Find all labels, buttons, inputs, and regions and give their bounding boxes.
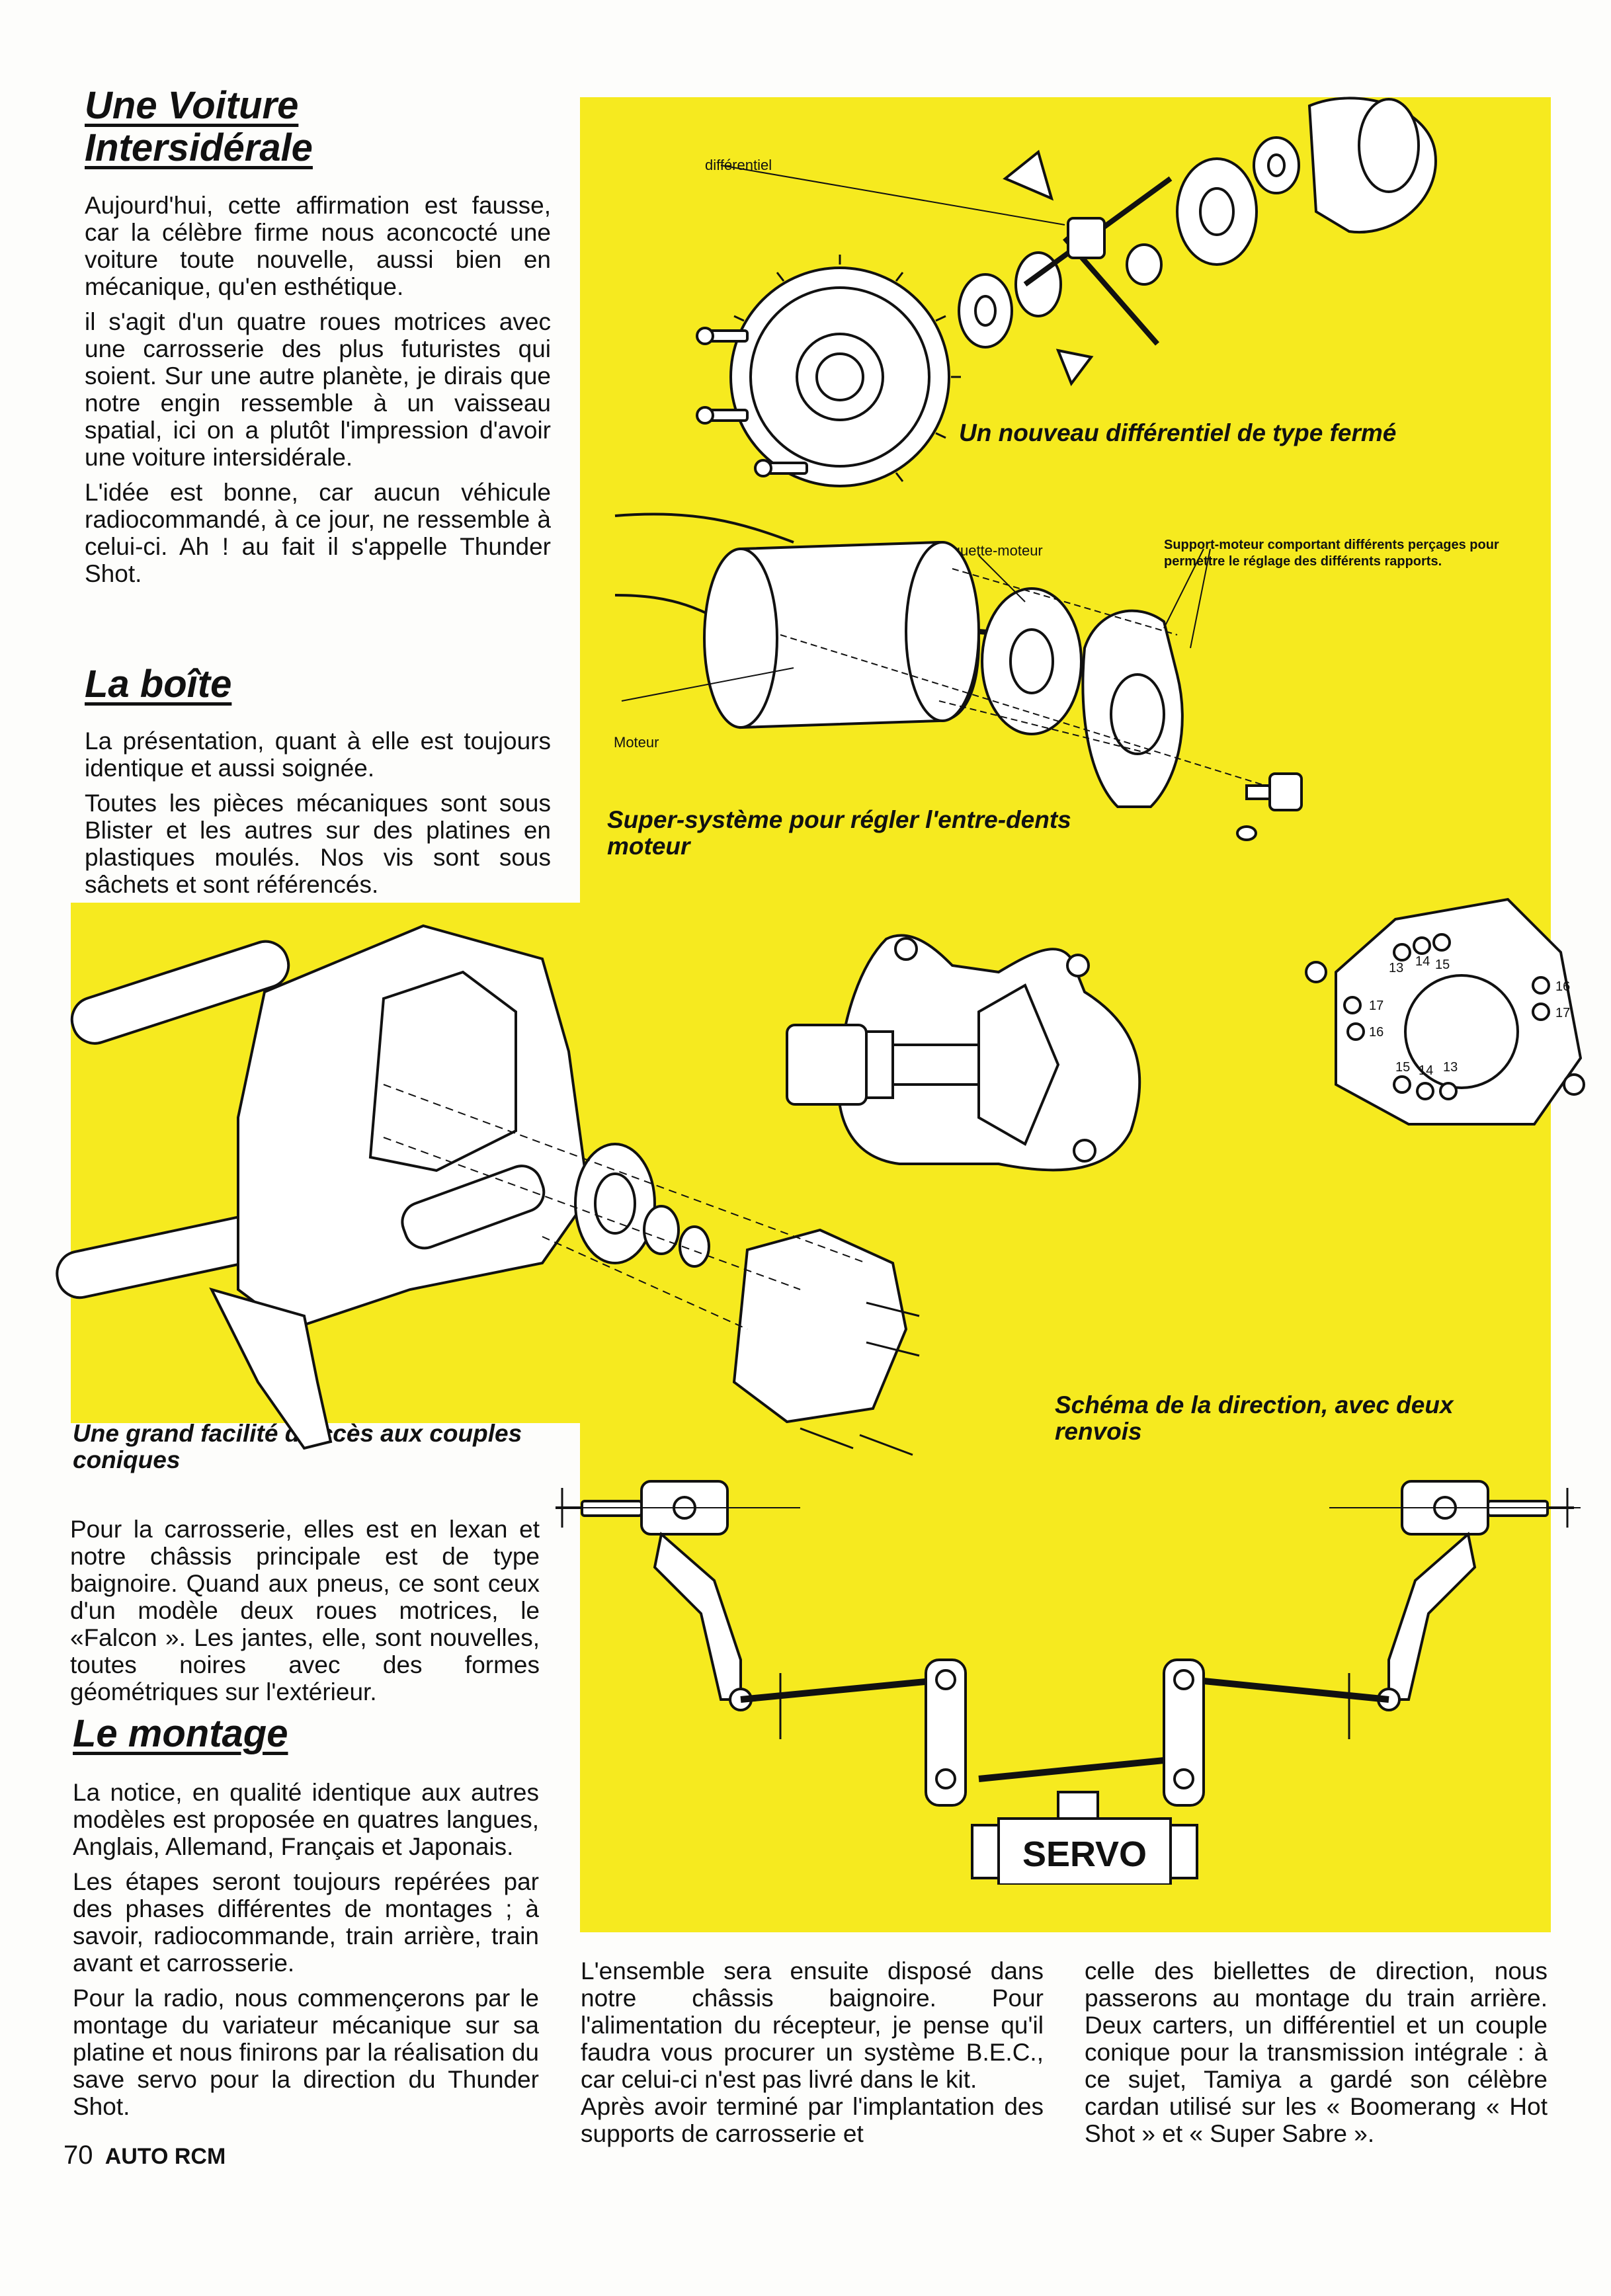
steering-diagram: SERVO <box>556 1480 1581 1885</box>
plate-number: 16 <box>1555 979 1570 994</box>
paragraph: Pour la carrosserie, elles est en lexan … <box>70 1516 540 1705</box>
section-title-voiture: Une Voiture Intersidérale <box>85 85 313 169</box>
paragraph: L'idée est bonne, car aucun véhicule rad… <box>85 479 551 587</box>
mount-plate-diagram: 13 14 15 16 17 17 16 15 14 13 <box>1305 897 1585 1126</box>
paragraph: Toutes les pièces mécaniques sont sous B… <box>85 790 551 898</box>
label-moteur: Moteur <box>614 734 659 751</box>
caption-differentiel: Un nouveau différentiel de type fermé <box>959 419 1397 446</box>
caption-moteur: Super-système pour régler l'entre-dents … <box>607 806 1071 860</box>
section4-text: La notice, en qualité identique aux autr… <box>73 1779 539 2128</box>
plate-number: 15 <box>1395 1060 1410 1075</box>
plate-number: 17 <box>1369 999 1384 1013</box>
paragraph: Les étapes seront toujours repérées par … <box>73 1868 539 1977</box>
spider-gears <box>1003 149 1173 387</box>
differential-illustration <box>696 97 1437 487</box>
section-title-boite: La boîte <box>85 663 232 706</box>
label-support-moteur: Support-moteur comportant différents per… <box>1164 538 1499 569</box>
paragraph: celle des biellettes de direction, nous … <box>1085 1957 1548 2147</box>
magazine-name: AUTO RCM <box>104 2144 226 2169</box>
section-title-montage: Le montage <box>73 1712 288 1755</box>
plate-number: 14 <box>1419 1063 1433 1078</box>
plate-number: 13 <box>1443 1060 1458 1075</box>
paragraph: L'ensemble sera ensuite disposé dans not… <box>581 1957 1044 2093</box>
page-footer: 70 AUTO RCM <box>63 2141 226 2170</box>
paragraph: Après avoir terminé par l'implantation d… <box>581 2093 1044 2147</box>
spur-gear <box>729 255 961 487</box>
paragraph: La notice, en qualité identique aux autr… <box>73 1779 539 1860</box>
label-differentiel: différentiel <box>705 157 772 173</box>
paragraph: La présentation, quant à elle est toujou… <box>85 727 551 782</box>
plate-number: 16 <box>1369 1025 1384 1040</box>
motor-illustration <box>614 512 1303 841</box>
motor-plate <box>981 587 1083 735</box>
column3-text: celle des biellettes de direction, nous … <box>1085 1957 1548 2155</box>
servo-label: SERVO <box>1022 1834 1147 1874</box>
motor-mount <box>1081 609 1184 808</box>
bevel-housing-diagram <box>786 934 1141 1172</box>
plate-number: 15 <box>1435 958 1450 972</box>
section3-text: Pour la carrosserie, elles est en lexan … <box>70 1516 540 1713</box>
page-number: 70 <box>63 2141 93 2170</box>
gearbox-illustration <box>56 924 920 1456</box>
paragraph: il s'agit d'un quatre roues motrices ave… <box>85 308 551 471</box>
column2-text: L'ensemble sera ensuite disposé dans not… <box>581 1957 1044 2155</box>
diff-case <box>1176 97 1437 266</box>
yellow-panel-top <box>580 97 1551 903</box>
title-line-1: Une Voiture <box>85 84 299 127</box>
paragraph: Aujourd'hui, cette affirmation est fauss… <box>85 192 551 300</box>
plate-number: 13 <box>1389 961 1403 975</box>
paragraph: Pour la radio, nous commençerons par le … <box>73 1985 539 2120</box>
screws <box>696 327 808 477</box>
plate-number: 14 <box>1415 954 1430 969</box>
pinion-gear <box>1236 772 1303 841</box>
section1-text: Aujourd'hui, cette affirmation est fauss… <box>85 192 551 595</box>
title-line-2: Intersidérale <box>85 126 313 169</box>
plate-number: 17 <box>1555 1006 1570 1020</box>
motor-can <box>703 540 1019 729</box>
section2-text: La présentation, quant à elle est toujou… <box>85 727 551 906</box>
caption-steering: Schéma de la direction, avec deux renvoi… <box>1055 1391 1454 1445</box>
